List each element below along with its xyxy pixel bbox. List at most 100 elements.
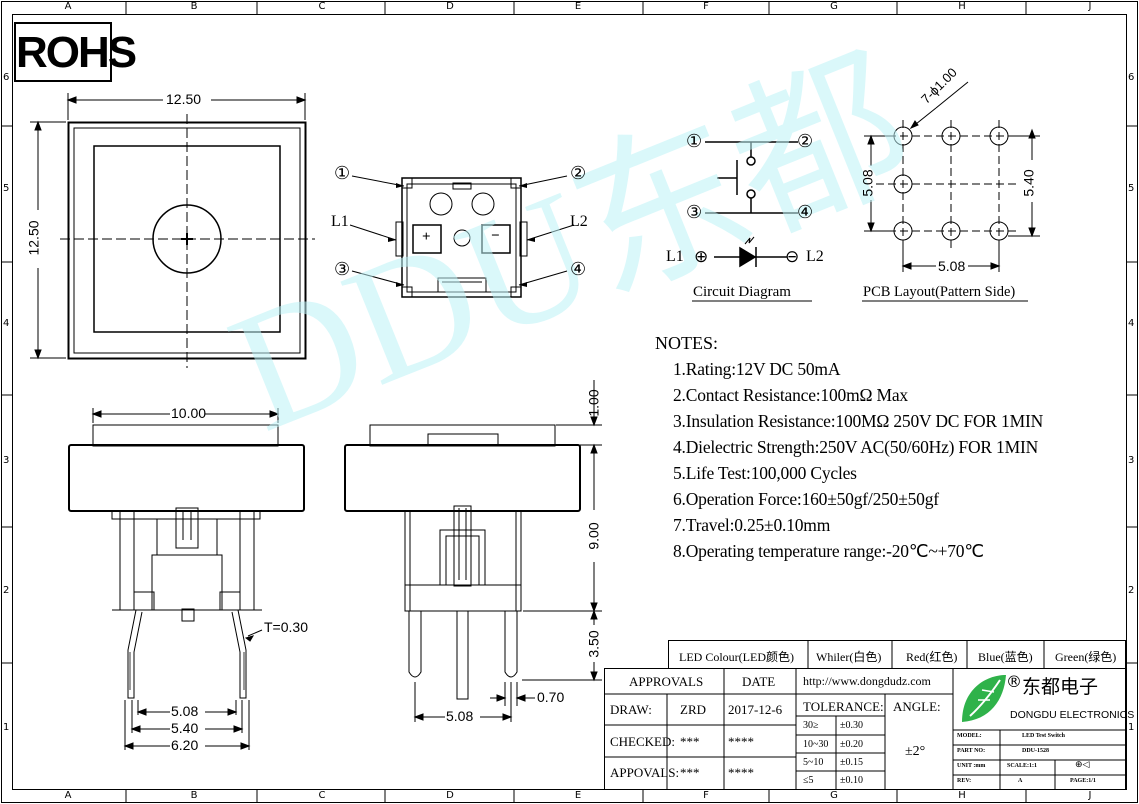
zone-col-h-bottom: H: [958, 790, 966, 801]
minus-terminal: −: [491, 228, 500, 244]
pcb-dim-bottom: 5.08: [938, 258, 966, 274]
bottom-view-l2-label: L2: [570, 213, 588, 230]
draw-label: DRAW:: [610, 702, 652, 717]
company-name-en: DONGDU ELECTRONICS: [1010, 709, 1135, 721]
top-view-width-dim: 12.50: [166, 91, 202, 107]
side-view: [344, 380, 602, 722]
note-item: 7.Travel:0.25±0.10mm: [673, 515, 831, 535]
tolerance-value: ±0.10: [840, 775, 863, 786]
title-block-grid: [604, 640, 1126, 790]
zone-row-2-right: 2: [1128, 585, 1135, 596]
tolerance-range: 10~30: [803, 739, 829, 750]
zone-row-2: 2: [3, 585, 10, 596]
appovals-value: ***: [680, 765, 700, 780]
angle-label: ANGLE:: [893, 699, 941, 714]
zone-row-3: 3: [3, 455, 10, 466]
projection-icon: ⊕◁: [1075, 760, 1090, 770]
zone-col-f-bottom: F: [703, 790, 709, 801]
zone-col-c-bottom: C: [318, 790, 326, 801]
zone-col-j: J: [1088, 1, 1092, 12]
appovals-date: ****: [728, 765, 754, 780]
zone-col-d: D: [446, 1, 454, 12]
rohs-mark: ROHS: [14, 22, 137, 82]
draw-date: 2017-12-6: [728, 702, 783, 717]
zone-row-1-right: 1: [1128, 722, 1135, 733]
circuit-caption: Circuit Diagram: [693, 284, 791, 300]
zone-col-d-bottom: D: [446, 790, 454, 801]
circuit-diagram: [692, 141, 812, 302]
tolerance-value: ±0.20: [840, 739, 863, 750]
top-view: [30, 93, 315, 368]
front-view-thickness-label: T=0.30: [264, 619, 308, 635]
circuit-l1-label: L1: [666, 248, 684, 265]
checked-date: ****: [728, 734, 754, 749]
part-label: PART NO:: [957, 748, 986, 754]
side-view-dim-pin-width: 0.70: [537, 689, 565, 705]
zone-col-e-bottom: E: [574, 790, 582, 801]
zone-row-6-right: 6: [1128, 72, 1135, 83]
zone-col-h: H: [958, 1, 966, 12]
circuit-pin-1: ①: [686, 131, 703, 152]
note-item: 5.Life Test:100,000 Cycles: [673, 463, 857, 483]
bottom-view-l1-label: L1: [331, 213, 349, 230]
zone-col-a-bottom: A: [64, 790, 72, 801]
appovals-label: APPOVALS:: [610, 765, 680, 780]
pcb-layout: [862, 81, 1040, 302]
company-logo-icon: [962, 675, 1006, 722]
bottom-view-pin-2: ②: [570, 163, 587, 184]
notes-title: NOTES:: [655, 333, 718, 353]
scale-label: SCALE:1:1: [1007, 763, 1038, 769]
model-label: MODEL:: [957, 733, 982, 739]
front-view-cap-width-dim: 10.00: [171, 405, 207, 421]
zone-row-1: 1: [3, 722, 10, 733]
tolerance-range: 5~10: [803, 757, 824, 768]
pcb-dim-right: 5.40: [1020, 169, 1037, 197]
note-item: 4.Dielectric Strength:250V AC(50/60Hz) F…: [673, 437, 1039, 457]
company-name-cn: 东都电子: [1022, 676, 1099, 698]
front-view-dim-620: 6.20: [171, 737, 199, 753]
rev-value: A: [1018, 778, 1023, 784]
zone-col-j-bottom: J: [1088, 790, 1092, 801]
note-item: 1.Rating:12V DC 50mA: [673, 359, 841, 379]
zone-col-f: F: [703, 1, 709, 12]
model-value: LED Test Switch: [1022, 733, 1066, 739]
circuit-pin-3: ③: [686, 202, 703, 223]
zone-row-5-right: 5: [1128, 183, 1135, 194]
company-url: http://www.dongdudz.com: [803, 674, 931, 688]
zone-col-b: B: [190, 1, 198, 12]
side-view-dim-height: 9.00: [585, 522, 602, 550]
date-header: DATE: [742, 674, 776, 689]
side-view-dim-pin: 3.50: [585, 630, 602, 658]
approvals-header: APPROVALS: [629, 674, 704, 689]
part-value: DDU-1528: [1022, 748, 1049, 754]
side-view-dim-pitch: 5.08: [446, 708, 474, 724]
checked-value: ***: [680, 734, 700, 749]
circuit-pin-2: ②: [797, 131, 814, 152]
circuit-plus-icon: ⊕: [694, 247, 709, 267]
note-item: 8.Operating temperature range:-20℃~+70℃: [673, 541, 984, 561]
zone-col-g: G: [830, 1, 838, 12]
zone-col-g-bottom: G: [830, 790, 838, 801]
zone-row-4-right: 4: [1128, 318, 1135, 329]
zone-col-a: A: [64, 1, 72, 12]
front-view-dim-508: 5.08: [171, 703, 199, 719]
zone-row-6: 6: [3, 72, 10, 83]
tolerance-value: ±0.15: [840, 757, 863, 768]
zone-row-3-right: 3: [1128, 455, 1135, 466]
tolerance-value: ±0.30: [840, 720, 863, 731]
zone-row-4: 4: [3, 318, 10, 329]
front-view-dim-540: 5.40: [171, 720, 199, 736]
zone-col-c: C: [318, 1, 326, 12]
zone-row-5: 5: [3, 183, 10, 194]
note-item: 3.Insulation Resistance:100MΩ 250V DC FO…: [673, 411, 1044, 431]
unit-label: UNIT :mm: [957, 763, 986, 769]
tolerance-label: TOLERANCE:: [803, 699, 884, 714]
led-colour-white: Whiler(白色): [816, 650, 882, 664]
note-item: 6.Operation Force:160±50gf/250±50gf: [673, 489, 939, 509]
side-view-dim-top: 1.00: [585, 389, 602, 417]
front-view: [68, 408, 305, 750]
